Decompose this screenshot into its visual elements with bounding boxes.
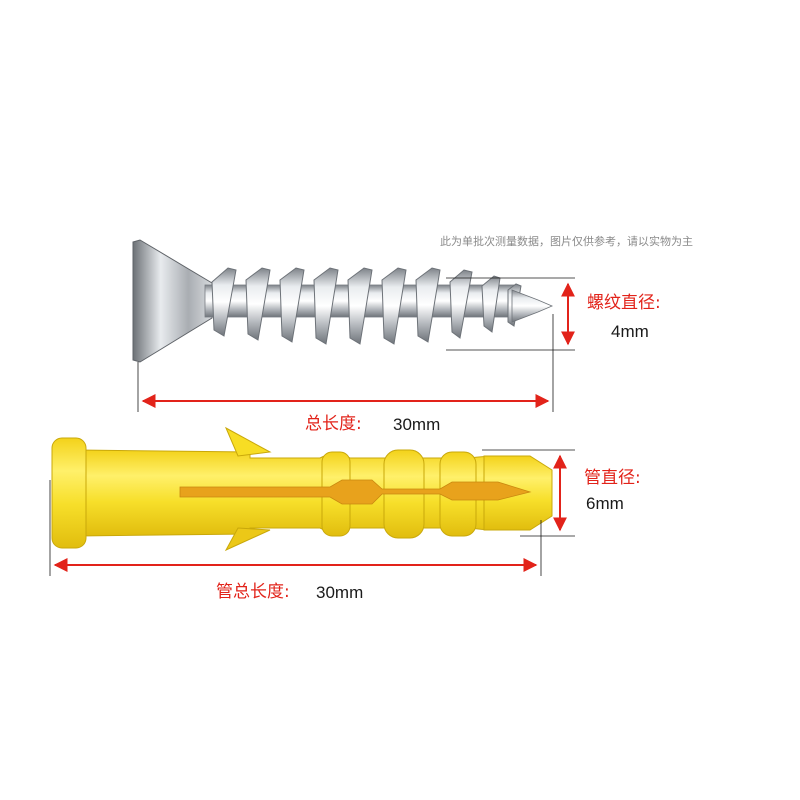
tube-length-label: 管总长度: [216,582,290,602]
screw [132,239,554,363]
thread-diameter-label: 螺纹直径: [587,293,661,313]
screw-threads [211,267,522,345]
tube-length-value: 30mm [316,583,364,602]
thread-diameter-value: 4mm [611,322,649,341]
screw-head [132,239,213,363]
total-length-label: 总长度: [305,414,362,434]
anchor-top-fin [224,426,272,457]
total-length-value: 30mm [393,415,441,434]
anchor-bottom-fin [224,527,271,552]
anchor-dimension-lines [49,449,575,576]
tube-diameter-value: 6mm [586,494,624,513]
disclaimer-note: 此为单批次测量数据，图片仅供参考，请以实物为主 [440,235,693,248]
anchor-slot [179,479,532,505]
anchor-collar [51,437,87,549]
tube-diameter-label: 管直径: [584,468,641,488]
screw-tip [511,289,554,323]
screw-dimension-lines [137,277,575,412]
wall-anchor [51,426,553,552]
